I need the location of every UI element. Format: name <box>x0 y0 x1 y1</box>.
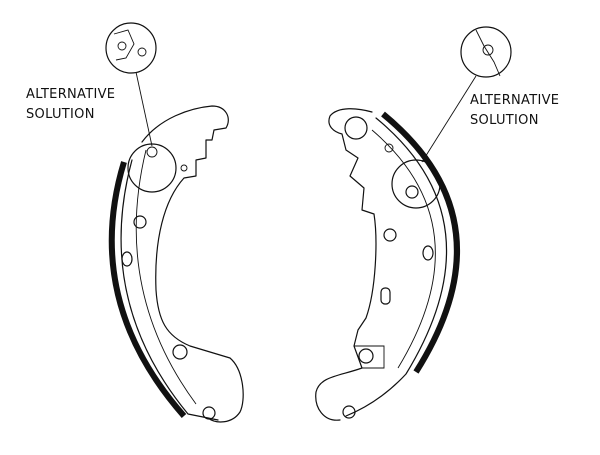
right-callout-line2: SOLUTION <box>470 113 539 128</box>
left-inset-circle <box>105 22 157 74</box>
right-brake-shoe <box>315 108 460 421</box>
right-detail-circle <box>391 159 441 209</box>
right-shoe-rim <box>345 117 448 417</box>
right-shoe-lining <box>381 111 460 374</box>
left-shoe-rim <box>120 159 219 421</box>
right-shoe-hole-lower <box>358 348 374 364</box>
left-shoe-pin <box>180 164 188 172</box>
left-inset-detail <box>113 29 135 61</box>
right-callout-line1: ALTERNATIVE <box>470 93 559 108</box>
left-shoe-hole-bottom <box>202 406 216 420</box>
left-inset-hole-2 <box>137 47 147 57</box>
right-shoe-hole-top <box>344 116 368 140</box>
left-shoe-rivet <box>146 146 158 158</box>
right-shoe-web <box>315 108 377 421</box>
right-shoe-slot <box>422 245 434 261</box>
right-inset-circle <box>460 26 512 78</box>
right-shoe-hole-bottom <box>342 405 356 419</box>
right-shoe-rivet <box>384 143 394 153</box>
left-shoe-hole-upper <box>133 215 147 229</box>
right-inset-detail <box>475 29 501 77</box>
left-detail-circle <box>127 143 177 193</box>
right-leader-line <box>421 75 477 163</box>
left-callout-line2: SOLUTION <box>26 107 95 122</box>
left-leader-line <box>135 71 153 147</box>
left-callout-line1: ALTERNATIVE <box>26 87 115 102</box>
left-shoe-hole-lower <box>172 344 188 360</box>
right-shoe-hole-mid <box>383 228 397 242</box>
left-shoe-slot <box>121 251 133 267</box>
right-shoe-hole-upper <box>405 185 419 199</box>
left-callout: ALTERNATIVE SOLUTION <box>26 22 157 147</box>
right-inset-hole <box>482 44 494 56</box>
right-shoe-slot-lower <box>380 287 391 305</box>
left-shoe-rim-inner <box>135 149 197 405</box>
left-shoe-lining <box>108 161 187 418</box>
left-inset-hole <box>117 41 127 51</box>
left-brake-shoe <box>108 105 244 423</box>
right-callout: ALTERNATIVE SOLUTION <box>421 26 559 163</box>
right-shoe-tip <box>354 345 385 369</box>
right-shoe-rim-inner <box>371 129 436 369</box>
left-shoe-web <box>141 105 244 423</box>
